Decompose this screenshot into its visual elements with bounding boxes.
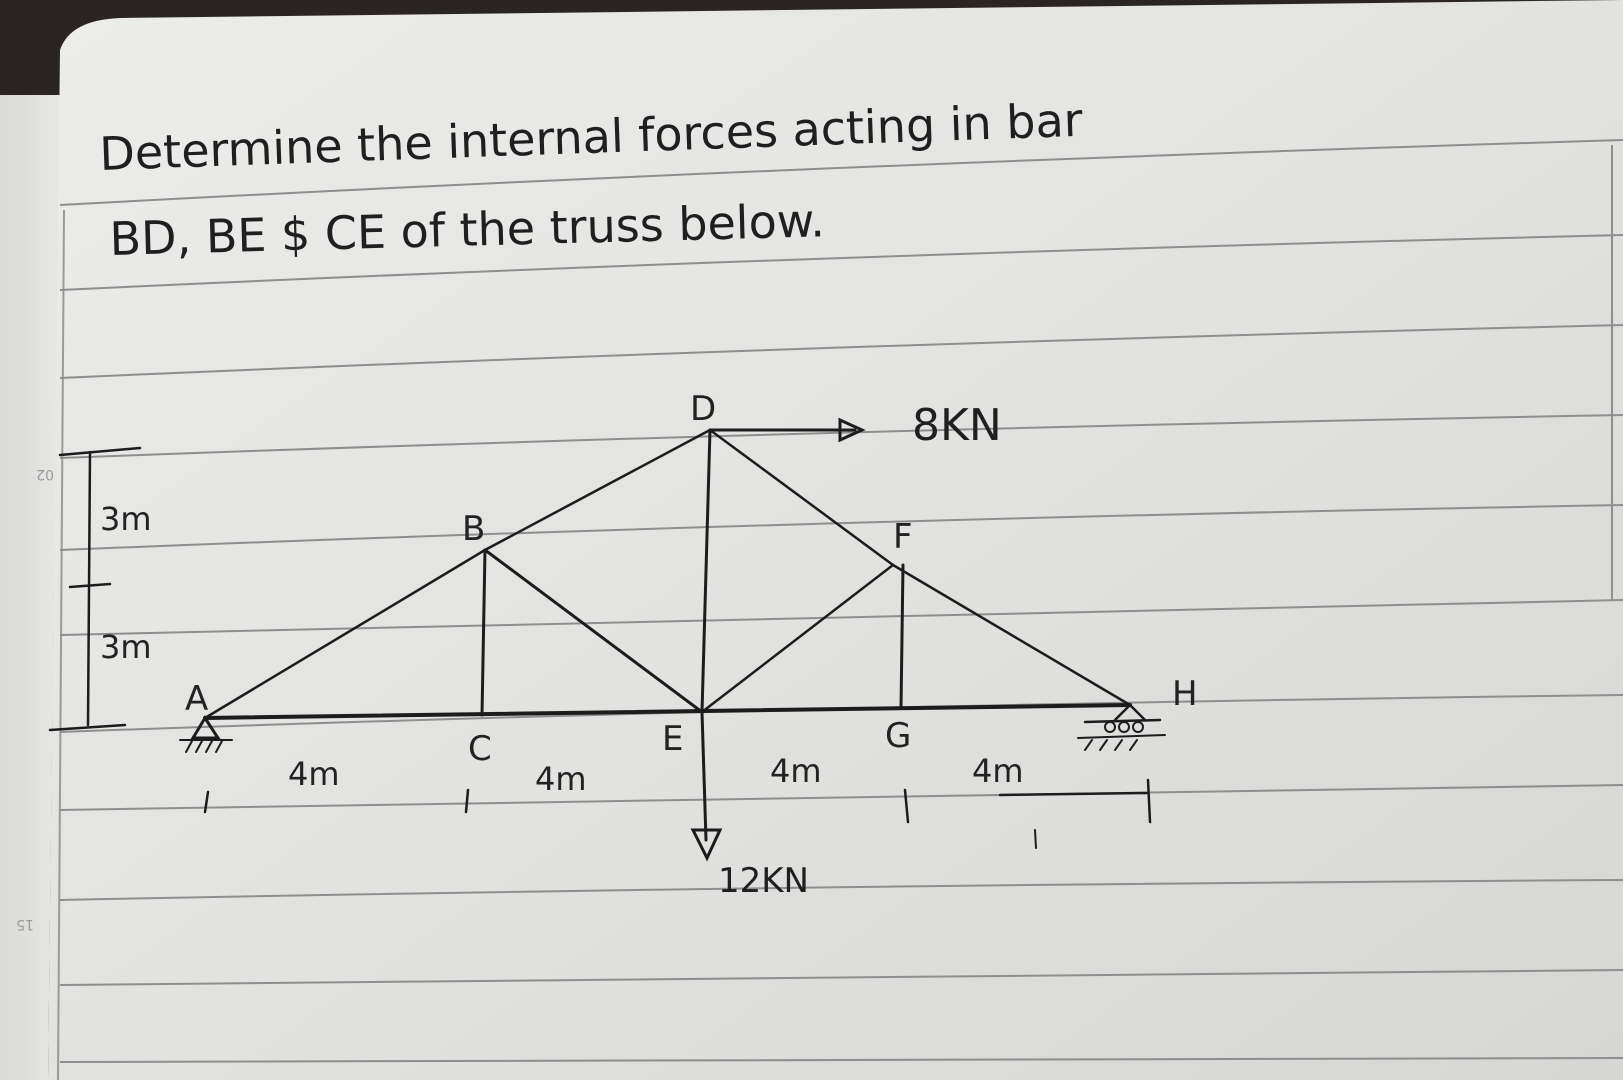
arrowhead-right-icon	[838, 417, 866, 443]
hatch-icon	[1084, 739, 1138, 751]
node-label-f: F	[893, 517, 913, 557]
truss-diagram	[48, 417, 1166, 862]
node-label-a: A	[185, 679, 208, 719]
dim-label-vertical-upper: 3m	[100, 500, 152, 538]
roller-base	[1077, 734, 1166, 739]
dim-label-span-gh: 4m	[972, 752, 1024, 790]
member-DF	[708, 428, 895, 567]
hatch-icon	[185, 740, 223, 753]
node-label-e: E	[662, 719, 683, 759]
dim-label-span-ce: 4m	[535, 760, 587, 798]
load-arrow-12kn	[700, 710, 708, 842]
roller-top	[1083, 718, 1162, 724]
member-BC	[480, 548, 487, 717]
margin-number-bottom: 15	[16, 916, 34, 932]
margin-line	[57, 209, 65, 1080]
member-FH	[891, 563, 1132, 707]
margin-number-top: 02	[36, 466, 54, 482]
member-DE	[700, 428, 712, 714]
node-label-h: H	[1172, 674, 1198, 714]
dim-line-vertical	[86, 450, 92, 727]
member-BE	[483, 548, 704, 714]
node-label-g: G	[885, 716, 911, 756]
dim-label-span-eg: 4m	[770, 752, 822, 790]
member-FG	[899, 563, 905, 710]
roller-wheel-icon	[1104, 721, 1116, 733]
dim-label-vertical-lower: 3m	[100, 628, 152, 666]
dim-label-span-ac: 4m	[288, 755, 340, 793]
member-AB	[203, 548, 487, 720]
dim-line-horizontal	[998, 791, 1150, 797]
arrowhead-down-icon	[690, 828, 723, 862]
member-AH-bottom-chord	[203, 703, 1132, 720]
member-BD	[483, 428, 712, 552]
node-label-c: C	[468, 729, 492, 769]
load-label-8kn: 8KN	[912, 400, 1002, 451]
notebook-page	[48, 0, 1623, 1080]
pin-support-icon	[190, 715, 221, 740]
roller-wheel-icon	[1132, 721, 1144, 733]
node-label-d: D	[690, 389, 716, 429]
load-label-12kn: 12KN	[718, 861, 809, 901]
node-label-b: B	[462, 509, 485, 549]
left-page	[0, 95, 60, 1080]
roller-wheel-icon	[1118, 721, 1130, 733]
member-EF	[700, 563, 895, 714]
roller-support-icon	[1113, 703, 1147, 722]
